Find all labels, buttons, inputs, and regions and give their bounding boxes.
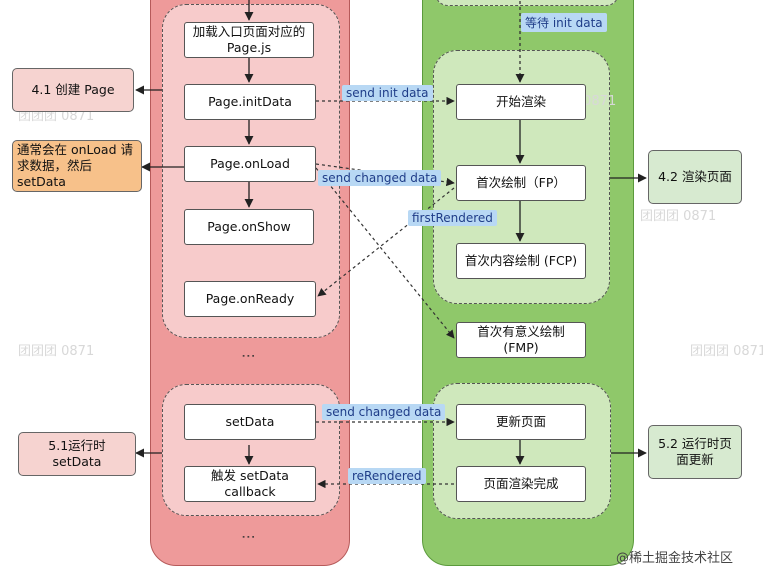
wait-init-data-label: 等待 init data — [521, 13, 607, 32]
watermark: 团团团 0871 — [18, 344, 95, 359]
onload-note-box: 通常会在 onLoad 请求数据，然后 setData — [12, 140, 142, 192]
create-page-box: 4.1 创建 Page — [12, 68, 134, 112]
page-onready-node: Page.onReady — [184, 281, 316, 317]
continuation-ellipsis: ⋮ — [240, 349, 256, 363]
setdata-node: setData — [184, 404, 316, 440]
first-rendered-label: firstRendered — [408, 210, 497, 226]
page-onshow-node: Page.onShow — [184, 209, 314, 245]
first-paint-node: 首次绘制（FP） — [456, 165, 586, 201]
watermark: 团团团 0871 — [640, 209, 717, 224]
render-page-box: 4.2 渲染页面 — [648, 150, 742, 204]
start-render-node: 开始渲染 — [456, 84, 586, 120]
first-contentful-paint-node: 首次内容绘制 (FCP) — [456, 243, 586, 279]
send-init-data-label: send init data — [342, 85, 433, 101]
setdata-callback-node: 触发 setData callback — [184, 466, 316, 502]
source-credit: @稀土掘金技术社区 — [616, 551, 734, 566]
runtime-setdata-box: 5.1运行时 setData — [18, 432, 136, 476]
update-page-node: 更新页面 — [456, 404, 586, 440]
load-page-js-node: 加载入口页面对应的 Page.js — [184, 22, 314, 58]
watermark: 团团团 0871 — [18, 109, 95, 124]
send-changed-data-label-1: send changed data — [318, 170, 442, 186]
re-rendered-label: reRendered — [348, 468, 426, 484]
first-meaningful-paint-node: 首次有意义绘制 (FMP) — [456, 322, 586, 358]
send-changed-data-label-2: send changed data — [322, 404, 446, 420]
continuation-ellipsis: ⋮ — [240, 530, 256, 544]
render-complete-node: 页面渲染完成 — [456, 466, 586, 502]
page-onload-node: Page.onLoad — [184, 146, 316, 182]
runtime-update-box: 5.2 运行时页面更新 — [648, 425, 742, 479]
watermark: 团团团 0871 — [690, 344, 763, 359]
page-initdata-node: Page.initData — [184, 84, 316, 120]
